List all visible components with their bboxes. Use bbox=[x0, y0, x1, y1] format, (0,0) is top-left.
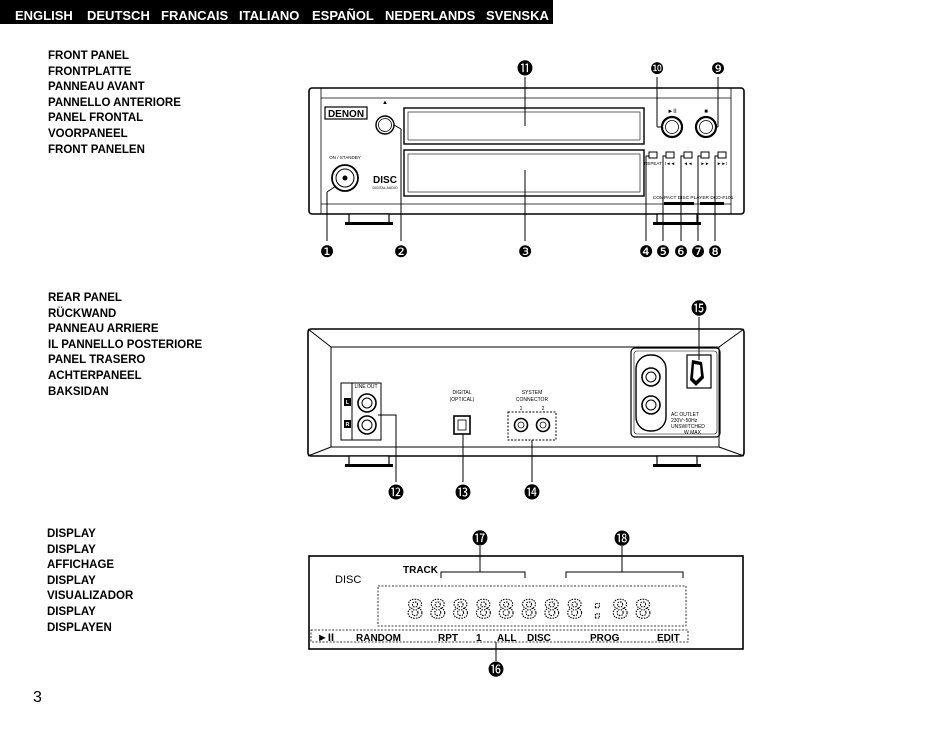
section-label: PANEL TRASERO bbox=[48, 354, 146, 367]
section-label: AFFICHAGE bbox=[47, 559, 115, 572]
segment-display: 88888888:88 bbox=[407, 596, 658, 627]
eject-icon: ▲ bbox=[382, 100, 388, 106]
lang-francais: FRANCAIS bbox=[161, 8, 229, 23]
line-out-l-label: L bbox=[346, 400, 350, 406]
indicator-rpt: RPT bbox=[438, 633, 458, 644]
callout-11: ⓫ bbox=[517, 59, 533, 78]
system-label: SYSTEM bbox=[522, 390, 543, 396]
lang-english: ENGLISH bbox=[15, 8, 73, 23]
indicator-1: 1 bbox=[476, 633, 482, 644]
ac-outlet-line: 230V~50Hz bbox=[671, 418, 698, 424]
section-label: DISPLAYEN bbox=[47, 621, 112, 634]
indicator-prog: PROG bbox=[590, 633, 620, 644]
callout-14: ⓮ bbox=[524, 483, 540, 502]
callout-18: ⓲ bbox=[614, 529, 630, 548]
section-label: BAKSIDAN bbox=[48, 385, 109, 398]
line-out-label: LINE OUT bbox=[354, 384, 377, 390]
display-drawing bbox=[308, 555, 744, 650]
page-number: 3 bbox=[33, 689, 42, 706]
section-label: DISPLAY bbox=[47, 605, 96, 618]
display-leader-lines bbox=[479, 546, 623, 661]
skip-forward-icon: ►►I bbox=[717, 161, 727, 166]
section-label: FRONTPLATTE bbox=[48, 65, 132, 78]
section-label: PANNEAU ARRIERE bbox=[48, 323, 159, 336]
front-panel-drawing bbox=[308, 87, 745, 225]
callout-9: ❾ bbox=[711, 59, 725, 78]
display-labels: DISPLAY DISPLAY AFFICHAGE DISPLAY VISUAL… bbox=[47, 527, 133, 636]
lang-svenska: SVENSKA bbox=[486, 8, 549, 23]
stop-icon: ■ bbox=[704, 109, 708, 115]
section-label: ACHTERPANEEL bbox=[48, 369, 142, 382]
section-label: RÜCKWAND bbox=[48, 307, 117, 320]
section-label: DISPLAY bbox=[47, 543, 96, 556]
language-bar: ENGLISH DEUTSCH FRANCAIS ITALIANO ESPAÑO… bbox=[0, 0, 553, 24]
callout-2: ❷ bbox=[394, 242, 408, 261]
model-text: COMPACT DISC PLAYER DCD-F101 bbox=[653, 195, 734, 201]
callout-13: ⓭ bbox=[455, 483, 471, 502]
callout-17: ⓱ bbox=[472, 529, 488, 548]
callout-6: ❻ bbox=[674, 242, 688, 261]
connector-label: CONNECTOR bbox=[516, 397, 549, 403]
callout-10: ❿ bbox=[650, 59, 664, 78]
indicator-random: RANDOM bbox=[356, 633, 401, 644]
optical-label: (OPTICAL) bbox=[450, 397, 475, 403]
rear-leader-lines bbox=[378, 317, 700, 482]
section-label: FRONT PANELEN bbox=[48, 143, 145, 156]
power-label: ON / STANDBY bbox=[329, 155, 360, 160]
lang-espanol: ESPAÑOL bbox=[312, 8, 374, 23]
brand-logo: DENON bbox=[328, 109, 364, 120]
rewind-icon: ◄◄ bbox=[684, 161, 693, 166]
section-label: FRONT PANEL bbox=[48, 50, 129, 62]
section-label: DISPLAY bbox=[47, 574, 96, 587]
connector-2-label: 2 bbox=[542, 406, 545, 412]
callout-16: ⓰ bbox=[488, 660, 504, 679]
fast-forward-icon: ►► bbox=[701, 161, 710, 166]
digital-label: DIGITAL bbox=[452, 390, 471, 396]
section-label: PANNELLO ANTERIORE bbox=[48, 96, 181, 109]
display-track-label: TRACK bbox=[403, 565, 439, 576]
indicator-disc: DISC bbox=[527, 633, 551, 644]
callout-3: ❸ bbox=[518, 242, 532, 261]
callout-8: ❽ bbox=[708, 242, 722, 261]
skip-back-icon: I◄◄ bbox=[665, 161, 675, 166]
lang-nederlands: NEDERLANDS bbox=[385, 8, 476, 23]
repeat-button-label: REPEAT bbox=[644, 161, 662, 166]
callout-12: ⓬ bbox=[388, 483, 404, 502]
rear-panel-drawing bbox=[307, 328, 745, 467]
play-pause-icon: ►II bbox=[667, 109, 677, 115]
section-label: PANEL FRONTAL bbox=[48, 112, 144, 125]
section-label: REAR PANEL bbox=[48, 292, 122, 304]
connector-1-label: 1 bbox=[520, 406, 523, 412]
section-label: DISPLAY bbox=[47, 528, 96, 540]
front-panel-labels: FRONT PANEL FRONTPLATTE PANNEAU AVANT PA… bbox=[48, 49, 181, 158]
display-play-pause-icon: ►II bbox=[317, 632, 334, 644]
section-label: VISUALIZADOR bbox=[47, 590, 134, 603]
rear-panel-labels: REAR PANEL RÜCKWAND PANNEAU ARRIERE IL P… bbox=[48, 291, 202, 400]
lang-italiano: ITALIANO bbox=[239, 8, 300, 23]
section-label: PANNEAU AVANT bbox=[48, 81, 145, 94]
indicator-edit: EDIT bbox=[657, 633, 680, 644]
line-out-r-label: R bbox=[346, 422, 350, 428]
cd-logo-sub: DIGITAL AUDIO bbox=[372, 186, 397, 190]
callout-15: ⓯ bbox=[691, 299, 707, 318]
ac-outlet-line: W MAX bbox=[684, 430, 702, 436]
callout-1: ❶ bbox=[320, 242, 334, 261]
callout-7: ❼ bbox=[691, 242, 705, 261]
cd-logo: DISC bbox=[373, 175, 397, 186]
callout-4: ❹ bbox=[639, 242, 653, 261]
front-leader-lines bbox=[326, 77, 719, 241]
callout-numbers: ❶ ❷ ❸ ❹ ❺ ❻ ❼ ❽ ❾ ❿ ⓫ ⓬ ⓭ ⓮ ⓯ ⓰ ⓱ ⓲ bbox=[320, 59, 725, 679]
ac-outlet-line: AC OUTLET bbox=[671, 412, 699, 418]
lang-deutsch: DEUTSCH bbox=[87, 8, 150, 23]
display-disc-label: DISC bbox=[335, 574, 361, 586]
ac-outlet-line: UNSWITCHED bbox=[671, 424, 705, 430]
section-label: VOORPANEEL bbox=[48, 127, 128, 140]
section-label: IL PANNELLO POSTERIORE bbox=[48, 338, 203, 351]
callout-5: ❺ bbox=[656, 242, 670, 261]
brand-logo-box bbox=[324, 106, 368, 120]
indicator-all: ALL bbox=[497, 633, 516, 644]
